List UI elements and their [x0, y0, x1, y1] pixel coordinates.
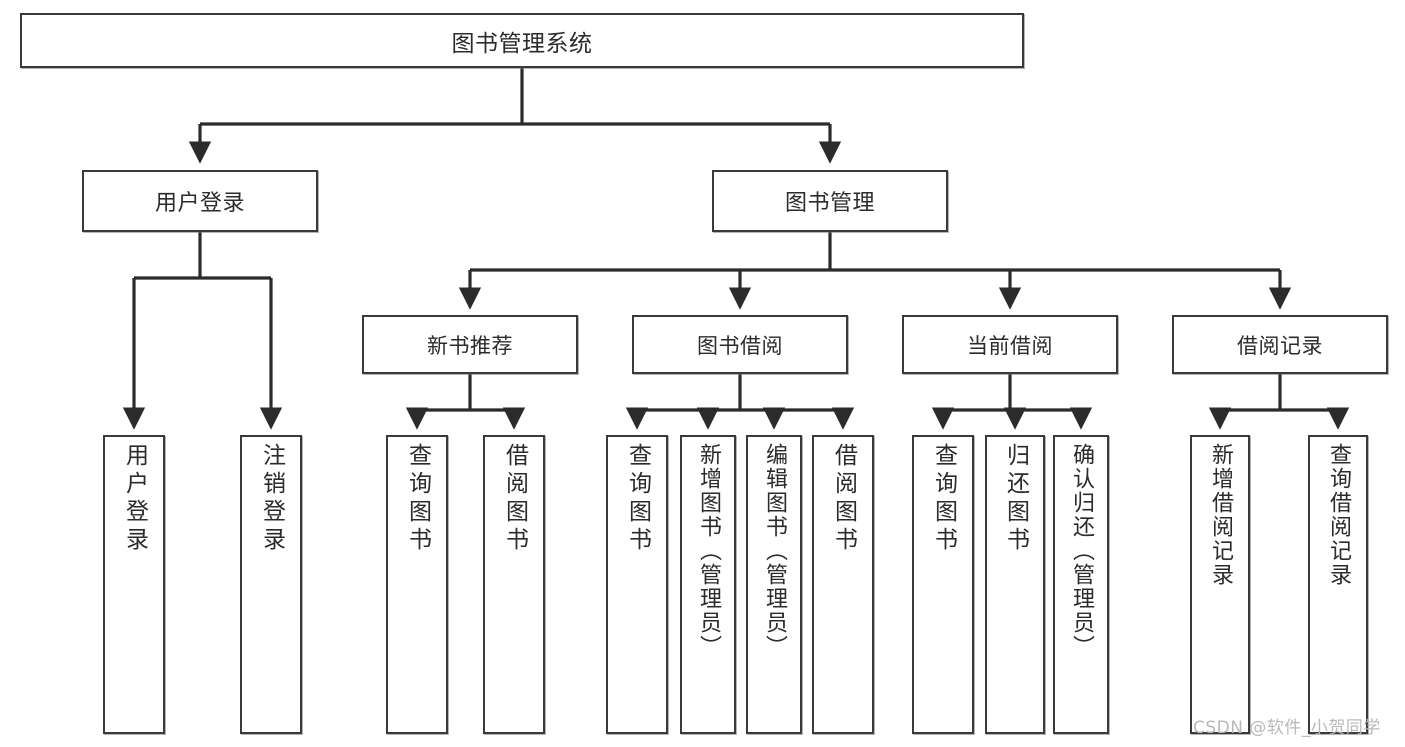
leaf-add-borrow-record-label: 新增借阅记录	[1208, 443, 1233, 587]
leaf-confirm-return-admin-label: 确认归还（管理员）	[1069, 443, 1094, 659]
leaf-query-book-1-label: 查询图书	[404, 443, 431, 555]
leaf-borrow-book-1-label: 借阅图书	[501, 443, 528, 555]
leaf-add-book-admin-label: 新增图书（管理员）	[696, 443, 721, 659]
node-root-label: 图书管理系统	[451, 30, 593, 57]
node-book-borrow[interactable]: 图书借阅	[632, 315, 848, 374]
node-current-borrow-label: 当前借阅	[967, 333, 1053, 358]
leaf-logout[interactable]: 注销登录	[240, 435, 302, 734]
leaf-return-book-label: 归还图书	[1002, 443, 1029, 555]
leaf-edit-book-admin-label: 编辑图书（管理员）	[762, 443, 787, 659]
leaf-return-book[interactable]: 归还图书	[985, 435, 1045, 734]
node-current-borrow[interactable]: 当前借阅	[902, 315, 1118, 374]
node-user-login[interactable]: 用户登录	[82, 170, 318, 232]
leaf-add-borrow-record[interactable]: 新增借阅记录	[1190, 435, 1250, 734]
leaf-query-book-1[interactable]: 查询图书	[386, 435, 448, 734]
leaf-query-book-3-label: 查询图书	[930, 443, 957, 555]
leaf-edit-book-admin[interactable]: 编辑图书（管理员）	[746, 435, 802, 734]
leaf-query-book-2[interactable]: 查询图书	[606, 435, 668, 734]
node-new-book-recommend-label: 新书推荐	[427, 333, 513, 358]
leaf-logout-label: 注销登录	[258, 443, 285, 555]
leaf-add-book-admin[interactable]: 新增图书（管理员）	[680, 435, 736, 734]
leaf-borrow-book-1[interactable]: 借阅图书	[483, 435, 545, 734]
node-borrow-records-label: 借阅记录	[1237, 333, 1323, 358]
node-root-system[interactable]: 图书管理系统	[20, 13, 1024, 68]
leaf-borrow-book-2-label: 借阅图书	[830, 443, 857, 555]
leaf-confirm-return-admin[interactable]: 确认归还（管理员）	[1053, 435, 1109, 734]
node-borrow-records[interactable]: 借阅记录	[1172, 315, 1388, 374]
node-book-management-label: 图书管理	[784, 191, 875, 216]
node-book-borrow-label: 图书借阅	[697, 333, 783, 358]
leaf-query-borrow-record-label: 查询借阅记录	[1326, 443, 1351, 587]
leaf-user-login-label: 用户登录	[121, 443, 148, 555]
leaf-user-login[interactable]: 用户登录	[103, 435, 165, 734]
leaf-borrow-book-2[interactable]: 借阅图书	[812, 435, 874, 734]
leaf-query-book-3[interactable]: 查询图书	[912, 435, 974, 734]
node-user-login-label: 用户登录	[154, 191, 245, 216]
node-new-book-recommend[interactable]: 新书推荐	[362, 315, 578, 374]
node-book-management[interactable]: 图书管理	[712, 170, 948, 232]
leaf-query-book-2-label: 查询图书	[624, 443, 651, 555]
leaf-query-borrow-record[interactable]: 查询借阅记录	[1308, 435, 1368, 734]
